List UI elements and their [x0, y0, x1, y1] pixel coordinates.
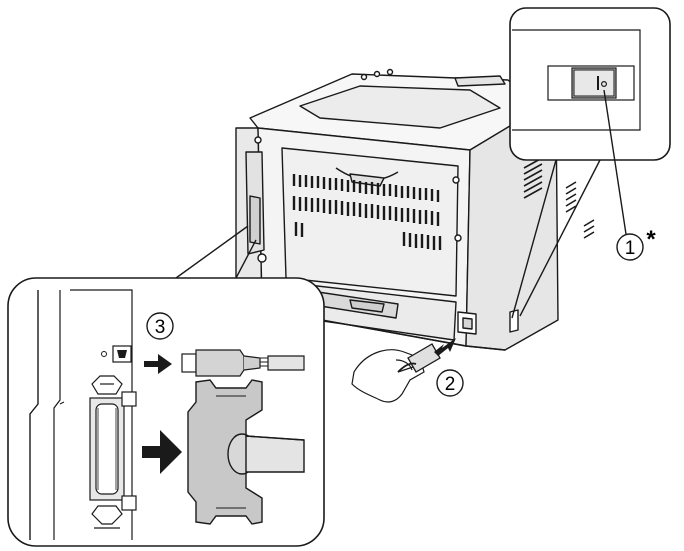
unplug-arrow-icon	[434, 338, 456, 356]
svg-text:3: 3	[155, 317, 166, 338]
parallel-insert-arrow-icon	[142, 430, 182, 474]
parallel-connector-icon	[187, 379, 305, 525]
vent-slots	[292, 174, 442, 250]
power-switch-zoom	[509, 7, 671, 319]
interface-zoom: 3	[7, 225, 325, 547]
svg-text:1: 1	[625, 238, 636, 259]
callout-power-cord: 2	[436, 369, 464, 397]
power-cord-plug-icon	[397, 343, 441, 373]
printer-rear-icon	[235, 68, 595, 351]
usb-port-icon	[101, 345, 132, 363]
usb-connector-icon	[181, 349, 305, 377]
usb-insert-arrow-icon	[144, 354, 172, 374]
power-switch-icon	[547, 65, 635, 101]
parallel-port-icon	[89, 375, 137, 529]
svg-text:2: 2	[445, 374, 456, 395]
footnote-asterisk: *	[646, 226, 656, 253]
callout-power-switch: 1 *	[616, 226, 656, 261]
callout-interface: 3	[146, 312, 174, 340]
